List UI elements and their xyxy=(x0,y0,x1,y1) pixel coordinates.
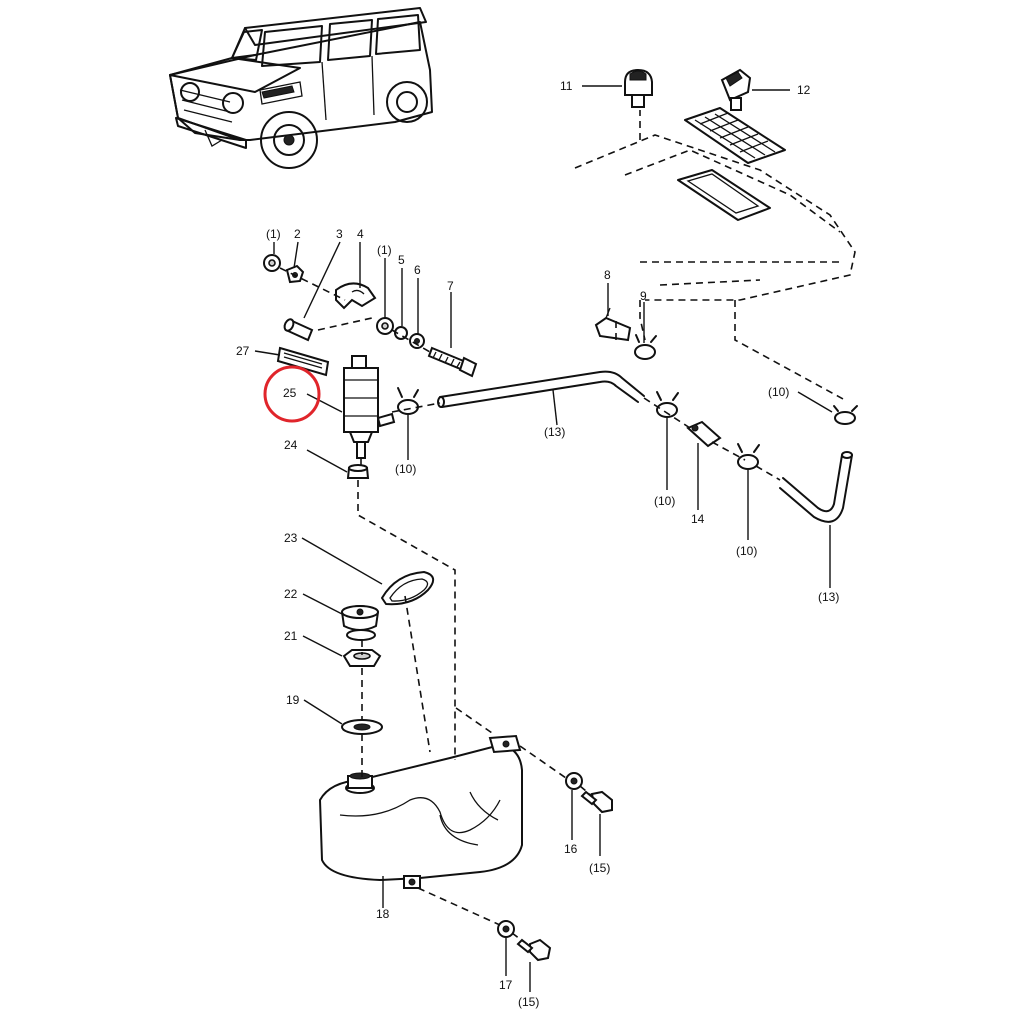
callout-24: 24 xyxy=(284,438,298,452)
callout-5: 5 xyxy=(398,253,405,267)
washer-16 xyxy=(565,772,583,790)
washer-pump-25 xyxy=(343,355,396,459)
callout-8: 8 xyxy=(604,268,611,282)
callout-18: 18 xyxy=(376,907,390,921)
clamp-10d xyxy=(833,405,858,425)
reservoir-18 xyxy=(318,734,523,889)
callout-11: 11 xyxy=(560,79,573,93)
callout-6: 6 xyxy=(414,263,421,277)
callout-27: 27 xyxy=(236,344,250,358)
clamp-10c xyxy=(737,443,760,470)
callout-10b: (10) xyxy=(654,494,675,508)
callout-1: (1) xyxy=(266,227,281,241)
callout-12: 12 xyxy=(797,83,811,97)
callout-25: 25 xyxy=(283,386,297,400)
label-27 xyxy=(276,346,330,377)
callout-3: 3 xyxy=(336,227,343,241)
hose-13b xyxy=(779,451,853,523)
callout-16: 16 xyxy=(564,842,578,856)
callout-22: 22 xyxy=(284,587,298,601)
nozzle-11 xyxy=(624,68,653,108)
assembly-lines xyxy=(279,267,781,943)
hose-13a xyxy=(437,370,645,408)
callout-14: 14 xyxy=(691,512,705,526)
callout-15a: (15) xyxy=(589,861,610,875)
washer-2 xyxy=(285,264,305,284)
bracket-8 xyxy=(594,307,632,342)
clamp-9 xyxy=(634,334,657,360)
vehicle-illustration xyxy=(169,7,433,169)
callout-4: 4 xyxy=(357,227,364,241)
nut-1 xyxy=(263,254,281,272)
callout-labels: 11 12 (1) 2 3 4 (1) 5 6 7 8 9 27 25 24 (… xyxy=(236,79,839,1009)
nut-1b xyxy=(376,317,394,335)
callout-17: 17 xyxy=(499,978,513,992)
grommet-24 xyxy=(346,464,370,479)
clamp-10b xyxy=(656,391,679,418)
callout-1b: (1) xyxy=(377,243,392,257)
callout-10a: (10) xyxy=(395,462,416,476)
clamp-10a xyxy=(397,387,419,415)
bolt-15a xyxy=(580,790,613,814)
callout-9: 9 xyxy=(640,289,647,303)
callout-13b: (13) xyxy=(818,590,839,604)
callout-21: 21 xyxy=(284,629,298,643)
washer-6 xyxy=(409,333,425,349)
nut-21 xyxy=(342,649,382,667)
callout-19: 19 xyxy=(286,693,300,707)
washer-17 xyxy=(497,920,515,938)
bolt-15b xyxy=(516,938,552,962)
lock-washer-5 xyxy=(394,326,408,340)
check-valve-14 xyxy=(686,420,722,448)
bracket-4 xyxy=(335,282,377,310)
callout-2: 2 xyxy=(294,227,301,241)
gasket-23 xyxy=(381,571,435,606)
hood-outline xyxy=(574,107,856,401)
callout-7: 7 xyxy=(447,279,454,293)
callout-10d: (10) xyxy=(768,385,789,399)
callout-10c: (10) xyxy=(736,544,757,558)
callout-15b: (15) xyxy=(518,995,539,1009)
nozzle-12 xyxy=(720,68,752,111)
highlight-circle-part-25 xyxy=(263,365,321,423)
seal-19 xyxy=(341,719,383,735)
leader-lines xyxy=(254,85,833,992)
strainer-22 xyxy=(340,605,380,631)
bolt-7 xyxy=(427,346,478,378)
washer-22b xyxy=(346,629,376,641)
sleeve-3 xyxy=(283,318,314,342)
callout-13a: (13) xyxy=(544,425,565,439)
callout-23: 23 xyxy=(284,531,298,545)
